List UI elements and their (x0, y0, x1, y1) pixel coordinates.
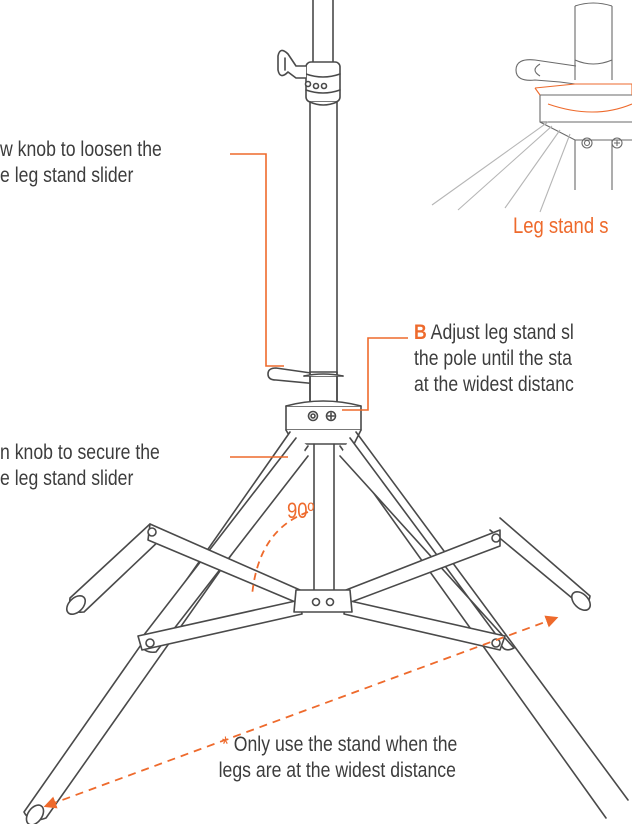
adjust-callout-line-3: at the widest distanc (414, 373, 574, 396)
note-asterisk: * (222, 733, 229, 756)
light-stand (23, 0, 629, 824)
inset-knob-icon (515, 59, 577, 85)
loosen-knob-callout: w knob to loosen the e leg stand slider (0, 137, 162, 189)
adjust-callout-line-1: Adjust leg stand sl (426, 321, 574, 344)
loosen-callout-line-2: e leg stand slider (0, 164, 134, 187)
secure-knob-callout: n knob to secure the e leg stand slider (0, 440, 160, 492)
adjust-slider-callout: B Adjust leg stand sl the pole until the… (414, 320, 574, 398)
inset-caption: Leg stand s (513, 215, 608, 239)
main-pole (267, 101, 362, 595)
callout-lines (230, 153, 408, 458)
note-line-2: legs are at the widest distance (218, 759, 456, 782)
adjust-leader (342, 337, 408, 411)
adjust-callout-line-2: the pole until the sta (414, 347, 572, 370)
secure-callout-line-1: n knob to secure the (0, 441, 160, 464)
angle-arc (251, 511, 309, 597)
inset-slider-closeup (431, 2, 632, 213)
upper-pole (277, 0, 341, 103)
loosen-leader (230, 153, 284, 367)
leg-stand-slider-knob-icon (267, 367, 319, 385)
loosen-callout-line-1: w knob to loosen the (0, 138, 162, 161)
top-knob-icon (277, 49, 307, 79)
secure-callout-line-2: e leg stand slider (0, 467, 134, 490)
widest-distance-note: * Only use the stand when the legs are a… (218, 732, 458, 784)
leg-distance-arrow (43, 615, 559, 809)
step-b-marker: B (414, 321, 427, 344)
angle-label: 90º (287, 500, 315, 524)
note-line-1: Only use the stand when the (228, 733, 458, 756)
